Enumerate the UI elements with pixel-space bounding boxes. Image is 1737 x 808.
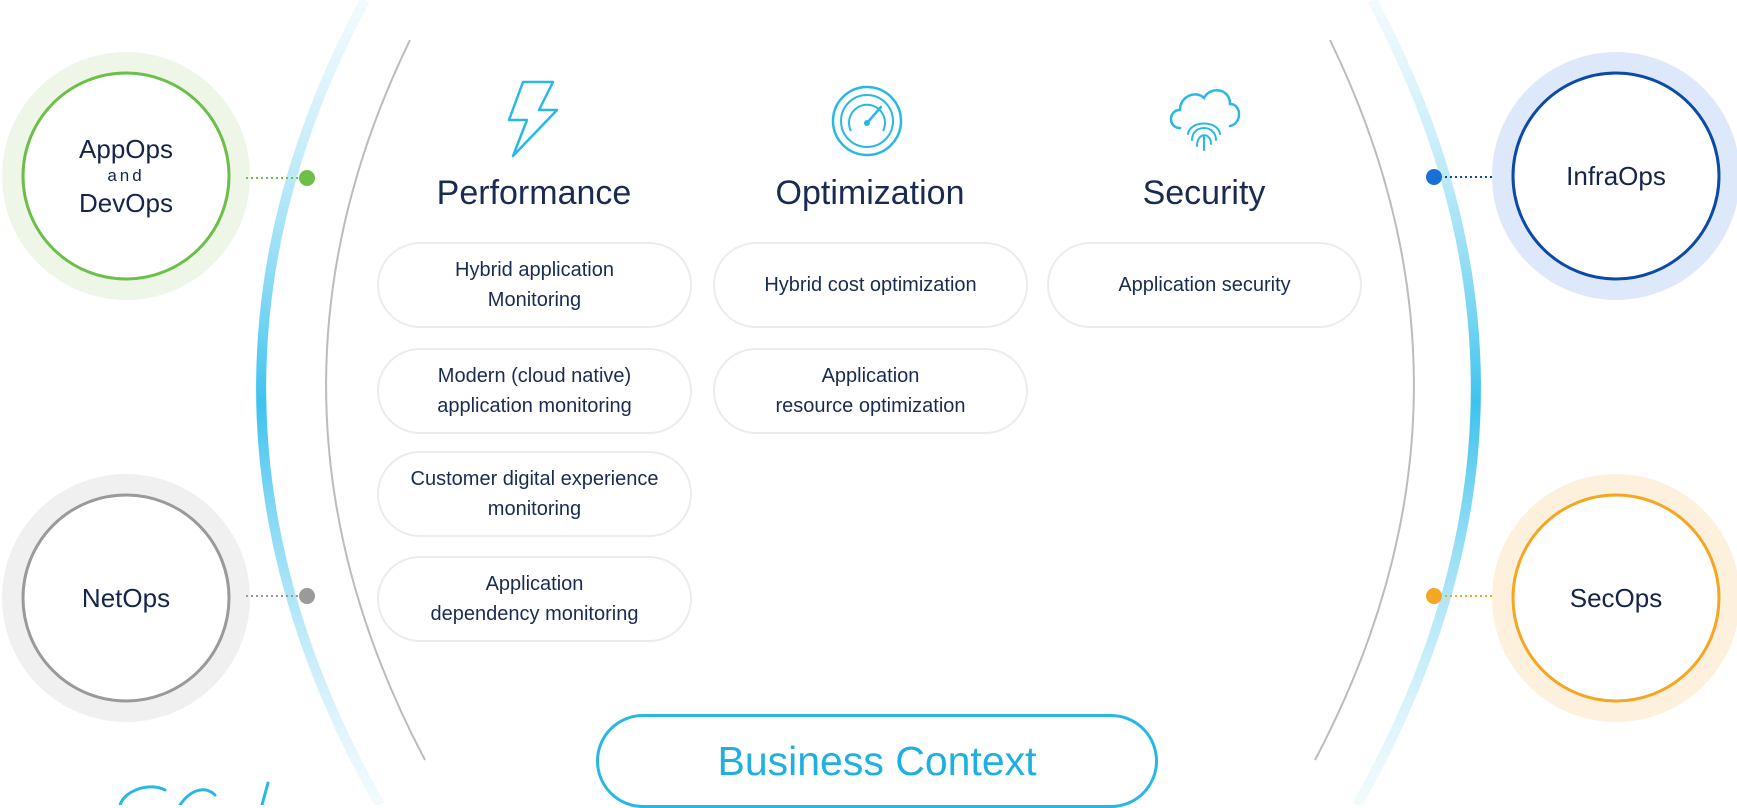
appops-ring [21, 71, 231, 281]
security-title: Security [1142, 174, 1266, 212]
script-flourish [118, 781, 270, 805]
capability-pill: Customer digital experience monitoring [377, 451, 692, 537]
pill-line: resource optimization [775, 395, 966, 417]
performance-title: Performance [436, 174, 632, 212]
lightning-bolt-icon [507, 80, 559, 158]
pill-line: Application [821, 365, 920, 387]
left-inner-arc [325, 39, 426, 761]
capability-pill: Hybrid application Monitoring [377, 242, 692, 328]
capability-pill: Application resource optimization [713, 348, 1028, 434]
secops-persona: SecOps [1513, 495, 1719, 701]
gauge-icon [831, 85, 903, 157]
appops-connector-dot [299, 170, 315, 186]
persona-label: DevOps [79, 188, 173, 218]
persona-label-conjunction: and [107, 166, 145, 185]
capability-pill: Modern (cloud native) application monito… [377, 348, 692, 434]
capability-pill: Application security [1047, 242, 1362, 328]
netops-ring [21, 493, 231, 703]
pill-line: Monitoring [487, 289, 582, 311]
persona-label: SecOps [1569, 583, 1663, 613]
right-outer-arc [1352, 0, 1481, 805]
pill-line: Application [485, 573, 584, 595]
persona-label: NetOps [81, 583, 171, 613]
business-context-label: Business Context [717, 737, 1037, 784]
secops-ring [1511, 493, 1721, 703]
pill-line: Application security [1118, 274, 1291, 296]
right-inner-arc [1314, 39, 1415, 761]
persona-label: InfraOps [1566, 161, 1666, 191]
pill-line: monitoring [487, 498, 582, 520]
capability-pill: Hybrid cost optimization [713, 242, 1028, 328]
pill-line: application monitoring [437, 395, 632, 417]
pill-line: dependency monitoring [430, 603, 639, 625]
infraops-ring [1511, 71, 1721, 281]
infraops-connector-dot [1426, 169, 1442, 185]
secops-connector-dot [1426, 588, 1442, 604]
persona-label: AppOps [79, 134, 173, 164]
optimization-title: Optimization [775, 174, 965, 212]
pill-line: Hybrid application [455, 259, 614, 281]
netops-persona: NetOps [23, 495, 229, 701]
pill-line: Modern (cloud native) [437, 365, 632, 387]
pill-line: Customer digital experience [410, 468, 659, 490]
cloud-fingerprint-icon [1169, 89, 1241, 151]
infraops-persona: InfraOps [1513, 73, 1719, 279]
netops-connector-dot [299, 588, 315, 604]
pill-line: Hybrid cost optimization [764, 274, 977, 296]
business-context-banner: Business Context [596, 714, 1158, 808]
left-outer-arc [256, 0, 385, 805]
appops-devops-persona: AppOps and DevOps [23, 73, 229, 279]
capability-pill: Application dependency monitoring [377, 556, 692, 642]
